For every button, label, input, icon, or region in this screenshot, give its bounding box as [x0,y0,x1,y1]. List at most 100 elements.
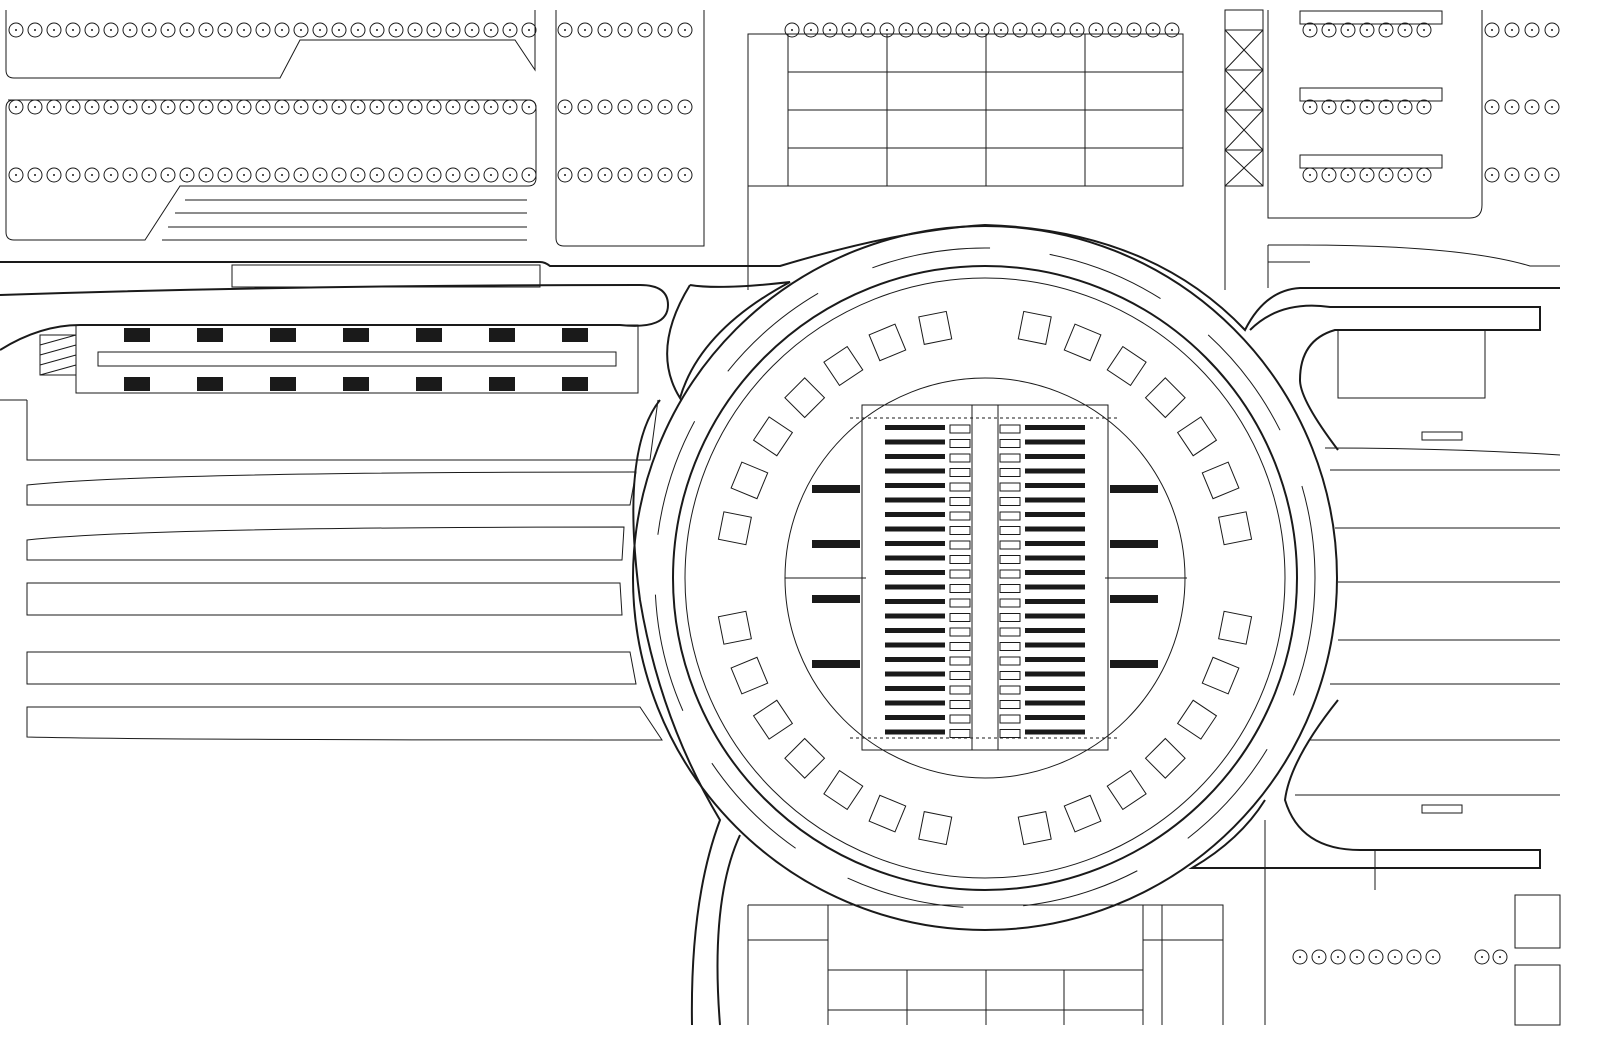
tree-center [205,29,207,31]
tree-center [1076,29,1078,31]
tree-icon [637,99,653,115]
tree-center [564,174,566,176]
tree-icon [1311,949,1327,965]
stall-row [1025,439,1085,445]
pavilion [1218,511,1253,546]
grid-cell [999,685,1021,695]
tree-center [509,174,511,176]
grid-cell [999,729,1021,738]
tree-center [664,174,666,176]
tree-icon [1484,22,1500,38]
tree-center [148,106,150,108]
tree-center [981,29,983,31]
tree-center [53,29,55,31]
tree-icon [141,99,157,115]
tree-icon [557,22,573,38]
grid-cell [949,714,971,724]
stall-row [1025,454,1085,459]
stall-row [1025,555,1085,561]
tree-center [338,29,340,31]
tree-icon [521,22,537,38]
tree-center [624,174,626,176]
side-block [1110,660,1158,668]
tree-icon [577,99,593,115]
tree-icon [84,99,100,115]
tree-icon [1340,99,1356,115]
stall-row [1025,642,1085,648]
tree-center [1328,106,1330,108]
tree-icon [483,167,499,183]
tree-icon [1378,99,1394,115]
tree-icon [841,22,857,38]
tree-center [433,174,435,176]
tree-center [433,29,435,31]
side-block [812,540,860,548]
tree-icon [179,167,195,183]
tree-icon [637,22,653,38]
tree-center [452,106,454,108]
pavilion [730,656,769,695]
tree-icon [369,167,385,183]
grid-cell [949,526,971,535]
tree-icon [46,167,62,183]
stall-row [1025,613,1085,619]
tree-icon [407,167,423,183]
tree-center [395,106,397,108]
stall-row [1025,483,1085,488]
grid-cell [999,700,1021,709]
tree-icon [464,99,480,115]
tree-center [357,29,359,31]
tree-icon [331,167,347,183]
pavilion [717,511,752,546]
grid-cell [999,540,1021,550]
grid-cell [999,526,1021,535]
tree-icon [445,22,461,38]
tree-center [810,29,812,31]
tree-icon [1330,949,1346,965]
tree-icon [255,99,271,115]
stall-row [885,555,945,561]
tree-icon [1416,167,1432,183]
tree-icon [312,99,328,115]
grid-cell [999,511,1021,521]
grid-cell [999,671,1021,680]
stall-row [885,512,945,517]
tree-icon [1504,167,1520,183]
tree-center [452,29,454,31]
tree-center [1423,174,1425,176]
tree-center [186,174,188,176]
tree-icon [502,22,518,38]
tree-center [1404,106,1406,108]
tree-center [262,174,264,176]
tree-center [110,29,112,31]
pavilion [868,794,907,833]
tree-center [1531,174,1533,176]
parking-block [562,328,588,342]
grid-cell [999,439,1021,448]
tree-icon [993,22,1009,38]
tree-center [1038,29,1040,31]
tree-center [1328,174,1330,176]
tree-icon [1302,99,1318,115]
tree-icon [1484,167,1500,183]
tree-icon [1340,22,1356,38]
pavilion [823,345,864,387]
grid-cell [999,424,1021,434]
stall-row [1025,700,1085,706]
tree-icon [46,99,62,115]
tree-icon [46,22,62,38]
tree-icon [1340,167,1356,183]
top-center-block [747,9,1264,290]
grid-cell [949,497,971,506]
tree-icon [179,22,195,38]
tree-icon [388,22,404,38]
tree-center [300,174,302,176]
grid-cell [949,468,971,477]
tree-center [281,29,283,31]
stall-row [1025,729,1085,735]
tree-icon [312,22,328,38]
stall-row [885,700,945,706]
tree-icon [1164,22,1180,38]
pavilion [1017,310,1052,345]
grid-cell [949,700,971,709]
